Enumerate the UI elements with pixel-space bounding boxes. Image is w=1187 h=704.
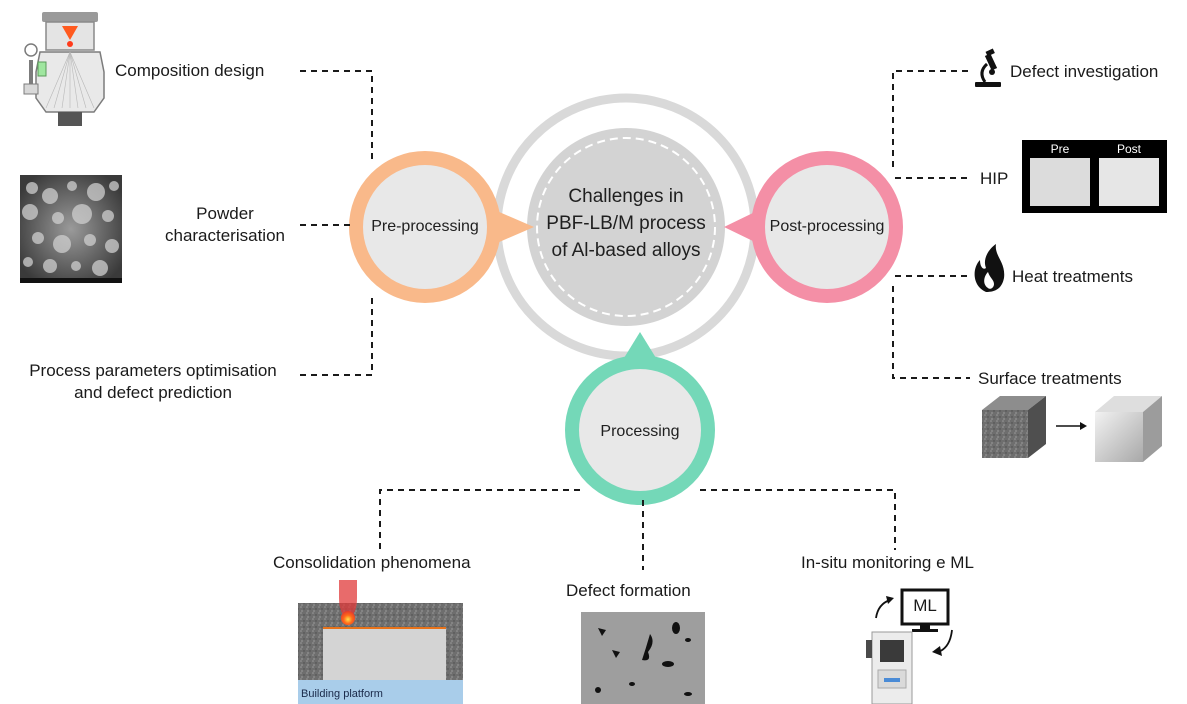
hip-pre-label: Pre [1050, 142, 1070, 156]
connector-defect-investigation [892, 70, 968, 168]
pre-connectors [300, 70, 373, 376]
hip-post-label: Post [1116, 142, 1141, 156]
rough-cube [982, 396, 1046, 458]
flame-icon [974, 244, 1005, 292]
defect-micrograph [581, 612, 705, 704]
defect-investigation-label: Defect investigation [1010, 62, 1159, 81]
powder-label-line-2: characterisation [164, 226, 285, 245]
consolidation-image [298, 580, 463, 704]
pre-processing-arrow [497, 211, 534, 243]
processing-arrow [624, 332, 656, 358]
microscope-icon [975, 48, 1001, 87]
process-parameters-label: Process parameters optimisation and defe… [8, 360, 298, 404]
pre-processing-node [349, 151, 534, 303]
atomizer-illustration [23, 12, 105, 126]
processing-connectors [379, 489, 896, 570]
post-processing-arrow [724, 211, 757, 243]
center-title-line-3: of Al-based alloys [551, 240, 701, 261]
connector-insitu [700, 489, 896, 550]
center-title: Challenges in PBF-LB/M process of Al-bas… [526, 183, 726, 264]
post-processing-label: Post-processing [769, 218, 885, 235]
processing-label: Processing [600, 423, 680, 440]
consolidation-phenomena-label: Consolidation phenomena [273, 553, 471, 572]
processing-ring [565, 355, 715, 505]
center-circle [527, 128, 725, 326]
center-title-line-2: PBF-LB/M process [546, 213, 706, 234]
ml-monitoring-illustration [866, 588, 953, 704]
post-processing-ring [751, 151, 903, 303]
hip-image [1022, 140, 1167, 213]
connector-params [300, 294, 373, 376]
center-dashed-ring [536, 137, 716, 317]
composition-design-label: Composition design [115, 61, 265, 80]
smooth-cube [1095, 396, 1162, 462]
hip-label: HIP [980, 169, 1009, 188]
defect-formation-label: Defect formation [566, 581, 691, 600]
params-label-line-2: and defect prediction [74, 383, 232, 402]
surface-treatments-label: Surface treatments [978, 369, 1122, 388]
params-label-line-1: Process parameters optimisation [29, 361, 277, 380]
center-title-line-1: Challenges in [568, 186, 684, 207]
powder-label-line-1: Powder [196, 204, 254, 223]
post-processing-node [724, 151, 903, 303]
building-platform-label: Building platform [301, 688, 383, 700]
in-situ-monitoring-label: In-situ monitoring e ML [801, 553, 974, 572]
pre-processing-ring [349, 151, 501, 303]
connector-surface [892, 286, 970, 379]
ml-label: ML [913, 596, 937, 615]
powder-sem-image [20, 175, 122, 283]
post-connectors [892, 70, 970, 379]
pre-processing-label: Pre-processing [371, 218, 479, 235]
connector-composition [300, 70, 373, 160]
arrow-right-icon [1056, 422, 1087, 430]
connector-consolidation [379, 489, 580, 550]
heat-treatments-label: Heat treatments [1012, 267, 1133, 286]
surface-cubes [982, 396, 1162, 462]
processing-node [565, 332, 715, 505]
powder-characterisation-label: Powder characterisation [150, 203, 300, 247]
printer-machine [866, 631, 913, 704]
